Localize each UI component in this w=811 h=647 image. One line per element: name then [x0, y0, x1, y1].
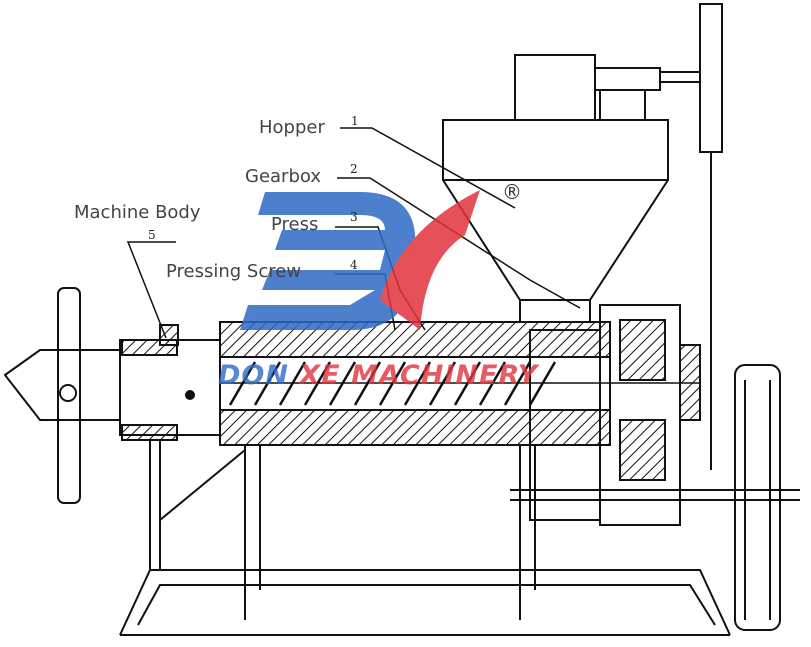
registered-mark: ®: [502, 180, 522, 204]
pulley: [510, 364, 800, 631]
watermark-part1: DON: [218, 360, 289, 391]
label-number-2: 2: [350, 162, 358, 176]
handwheel: [3, 287, 221, 504]
label-number-3: 3: [350, 210, 358, 224]
hopper: [442, 119, 669, 322]
label-number-5: 5: [148, 228, 156, 242]
label-pressing-screw: Pressing Screw: [166, 261, 302, 282]
company-logo: [240, 190, 480, 330]
watermark-text: DON XE MACHINERY: [218, 360, 538, 391]
gearbox: [529, 304, 701, 526]
lever-rod: [699, 3, 723, 153]
machine-body-frame: [119, 440, 731, 636]
label-gearbox: Gearbox: [245, 166, 321, 187]
watermark-part2: XE MACHINERY: [288, 360, 539, 391]
label-hopper: Hopper: [259, 117, 325, 138]
pressing-screw: [220, 361, 700, 406]
label-machine-body: Machine Body: [74, 202, 201, 223]
label-number-1: 1: [351, 114, 359, 128]
label-number-4: 4: [350, 258, 358, 272]
label-press: Press: [271, 214, 319, 235]
motor: [514, 54, 596, 121]
